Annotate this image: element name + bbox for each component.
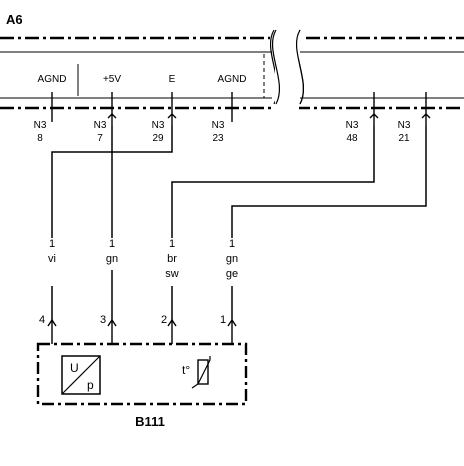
wire-color-secondary: sw [165,268,179,280]
wire-color: gn [106,253,118,265]
connector-labels: N3 8 N3 7 N3 29 N3 23 N3 48 N3 21 [34,120,411,144]
wire-color: vi [48,253,56,265]
sensor-label: B111 [135,414,165,429]
connector-name: N3 [34,120,47,131]
connector-name: N3 [398,120,411,131]
terminal-label: 2 [161,314,167,326]
wire-size: 1 [49,238,55,250]
wire-br-sw [171,126,375,238]
wire-gn-ge [231,126,427,238]
module-label: A6 [6,12,23,27]
temp-symbol: t° [182,363,190,377]
module-pin-e: E [169,74,176,85]
connector-pin: 23 [212,133,224,144]
wire-color: br [167,253,177,265]
module-pin-agnd-1: AGND [38,74,67,85]
sensor-b111: U p t° B111 [36,342,248,429]
wire-routes [51,126,427,320]
module-pin-5v: +5V [103,74,121,85]
connector-name: N3 [346,120,359,131]
connector-pin: 7 [97,133,103,144]
pressure-transducer-icon [61,355,101,395]
connector-name: N3 [212,120,225,131]
wire-color-secondary: ge [226,268,238,280]
pressure-symbol-bottom: p [87,378,94,392]
wire-labels: 1 vi 1 gn 1 br sw 1 gn ge [48,238,238,280]
connector-pin: 29 [152,133,164,144]
thermistor-icon: t° [182,356,211,389]
connector-name: N3 [94,120,107,131]
connector-pin: 48 [346,133,358,144]
break-gap [275,28,299,112]
connector-name: N3 [152,120,165,131]
module-pin-agnd-2: AGND [218,74,247,85]
connector-pin: 21 [398,133,410,144]
wire-size: 1 [169,238,175,250]
terminal-label: 4 [39,314,45,326]
terminal-label: 3 [100,314,106,326]
control-module-a6: A6 AGND +5V E AGND [0,12,464,112]
connector-pin: 8 [37,133,43,144]
terminal-label: 1 [220,314,226,326]
connector-stubs [51,92,431,126]
pressure-symbol-top: U [70,361,79,375]
wire-size: 1 [109,238,115,250]
wire-color: gn [226,253,238,265]
sensor-terminals [47,318,237,344]
sensor-boundary [36,342,248,406]
sensor-terminal-labels: 4 3 2 1 [39,314,226,326]
wire-size: 1 [229,238,235,250]
